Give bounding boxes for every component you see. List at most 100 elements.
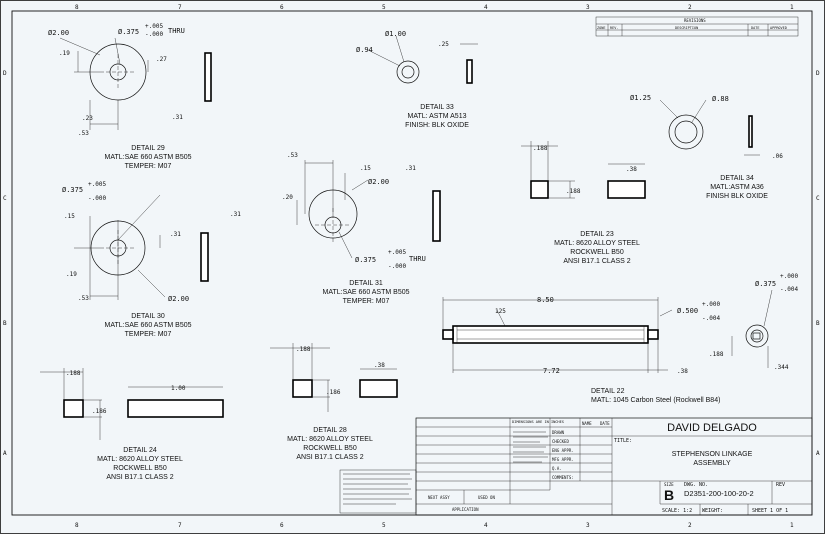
detail-title: DETAIL 28	[313, 427, 347, 434]
date-header: DATE	[600, 421, 610, 426]
dim-label: .31	[230, 211, 241, 218]
dim-tolerance: -.004	[702, 315, 720, 322]
mfg-appr-label: MFG APPR.	[552, 457, 574, 462]
name-header: NAME	[582, 421, 592, 426]
zone-label-side: B	[3, 320, 7, 327]
dim-label: Ø2.00	[368, 178, 389, 186]
detail-title: DETAIL 24	[123, 447, 157, 454]
dim-label: 125	[495, 308, 506, 315]
dim-label: .31	[170, 231, 181, 238]
zone-label-top: 1	[790, 4, 794, 11]
dim-label: .15	[64, 213, 75, 220]
washer-inner-circle	[674, 120, 698, 144]
dim-label: .06	[772, 153, 783, 160]
dim-tolerance: -.004	[780, 286, 798, 293]
detail-29: Ø2.00 Ø.375 +.005 -.000 THRU .19 .27 .23…	[48, 23, 212, 170]
dim-label: Ø1.00	[385, 30, 406, 38]
dim-tolerance: +.005	[88, 181, 106, 188]
detail-standard: ANSI B17.1 CLASS 2	[563, 258, 630, 265]
drawing-title-line2: ASSEMBLY	[693, 460, 731, 467]
detail-22: 8.50 125 Ø.500 +.000 -.004 7.72 .38 Ø.37…	[442, 273, 798, 404]
detail-hardness: ROCKWELL B50	[113, 465, 167, 472]
detail-title: DETAIL 29	[131, 145, 165, 152]
dim-label: 1.00	[171, 385, 186, 392]
dim-label: .53	[78, 295, 89, 302]
dim-label: .186	[92, 408, 107, 415]
drawn-label: DRAWN	[552, 430, 565, 435]
zone-label-bottom: 3	[586, 522, 590, 529]
weight-label: WEIGHT:	[702, 508, 723, 514]
dim-label: Ø1.25	[630, 94, 651, 102]
detail-standard: ANSI B17.1 CLASS 2	[106, 474, 173, 481]
shaft-end-left	[442, 329, 454, 340]
rev-label: REV	[776, 482, 785, 488]
revisions-title: REVISIONS	[684, 18, 706, 23]
drawing-title-line1: STEPHENSON LINKAGE	[672, 451, 753, 458]
zone-label-bottom: 2	[688, 522, 692, 529]
side-view	[466, 59, 473, 84]
detail-temper: TEMPER: M07	[125, 163, 172, 170]
inner-border	[11, 10, 813, 516]
shaft-body	[452, 325, 649, 344]
dim-label: .38	[677, 368, 688, 375]
side-view	[748, 115, 753, 148]
zone-label-bottom: 8	[75, 522, 79, 529]
dim-tolerance: +.005	[388, 249, 406, 256]
detail-standard: ANSI B17.1 CLASS 2	[296, 454, 363, 461]
dim-label: Ø.500	[677, 307, 698, 315]
dim-label: .344	[774, 364, 789, 371]
detail-title: DETAIL 23	[580, 231, 614, 238]
rev-header: DESCRIPTION	[675, 26, 698, 30]
dwg-no-label: DWG. NO.	[684, 482, 708, 488]
zone-label-top: 7	[178, 4, 182, 11]
zone-label-side: A	[816, 450, 820, 457]
shaft-end-view-outer	[745, 324, 769, 348]
keyway	[752, 332, 761, 340]
dim-label: THRU	[409, 255, 426, 263]
units-note: DIMENSIONS ARE IN INCHES	[512, 420, 564, 424]
rev-header: APPROVED	[770, 26, 787, 30]
rev-header: DATE	[751, 26, 759, 30]
detail-temper: TEMPER: M07	[125, 331, 172, 338]
detail-material: MATL: ASTM A513	[407, 113, 466, 120]
side-view	[200, 232, 209, 282]
zone-label-top: 4	[484, 4, 488, 11]
dim-label: .188	[566, 188, 581, 195]
detail-material: MATL: 8620 ALLOY STEEL	[97, 456, 183, 463]
dwg-number: D2351-200-100-20-2	[684, 489, 754, 498]
dim-label: .19	[66, 271, 77, 278]
checked-label: CHECKED	[552, 439, 569, 444]
title-label: TITLE:	[614, 438, 632, 444]
next-assy-label: NEXT ASSY	[428, 495, 450, 500]
washer-inner-circle	[401, 65, 415, 79]
zone-label-side: C	[816, 195, 820, 202]
side-view	[432, 190, 441, 242]
spec-notes	[513, 431, 548, 463]
detail-material: MATL:SAE 660 ASTM B505	[104, 322, 191, 329]
title-block: DIMENSIONS ARE IN INCHES NAME DATE DRAWN…	[339, 417, 813, 516]
detail-23: .188 .188 .38 DETAIL 23 MATL: 8620 ALLOY…	[521, 141, 646, 265]
detail-title: DETAIL 30	[131, 313, 165, 320]
qa-label: Q.A.	[552, 466, 562, 471]
dim-label: .25	[438, 41, 449, 48]
dim-label: .53	[78, 130, 89, 137]
zone-label-top: 6	[280, 4, 284, 11]
key-end-view	[292, 379, 313, 398]
detail-material: MATL: 8620 ALLOY STEEL	[287, 436, 373, 443]
detail-24: .188 .186 1.00 DETAIL 24 MATL: 8620 ALLO…	[40, 368, 224, 481]
sheet-size: B	[664, 487, 674, 503]
dim-label: Ø.375	[118, 28, 139, 36]
dim-label: 8.50	[537, 296, 554, 304]
dim-label: .53	[287, 152, 298, 159]
dim-label: Ø2.00	[168, 295, 189, 303]
zone-label-bottom: 4	[484, 522, 488, 529]
detail-title: DETAIL 22	[591, 388, 625, 395]
side-view	[204, 52, 212, 102]
used-on-label: USED ON	[478, 495, 495, 500]
detail-finish: FINISH: BLK OXIDE	[405, 122, 469, 129]
dim-tolerance: +.005	[145, 23, 163, 30]
size-label: SIZE	[664, 482, 674, 487]
dim-label: 7.72	[543, 367, 560, 375]
zone-label-top: 3	[586, 4, 590, 11]
